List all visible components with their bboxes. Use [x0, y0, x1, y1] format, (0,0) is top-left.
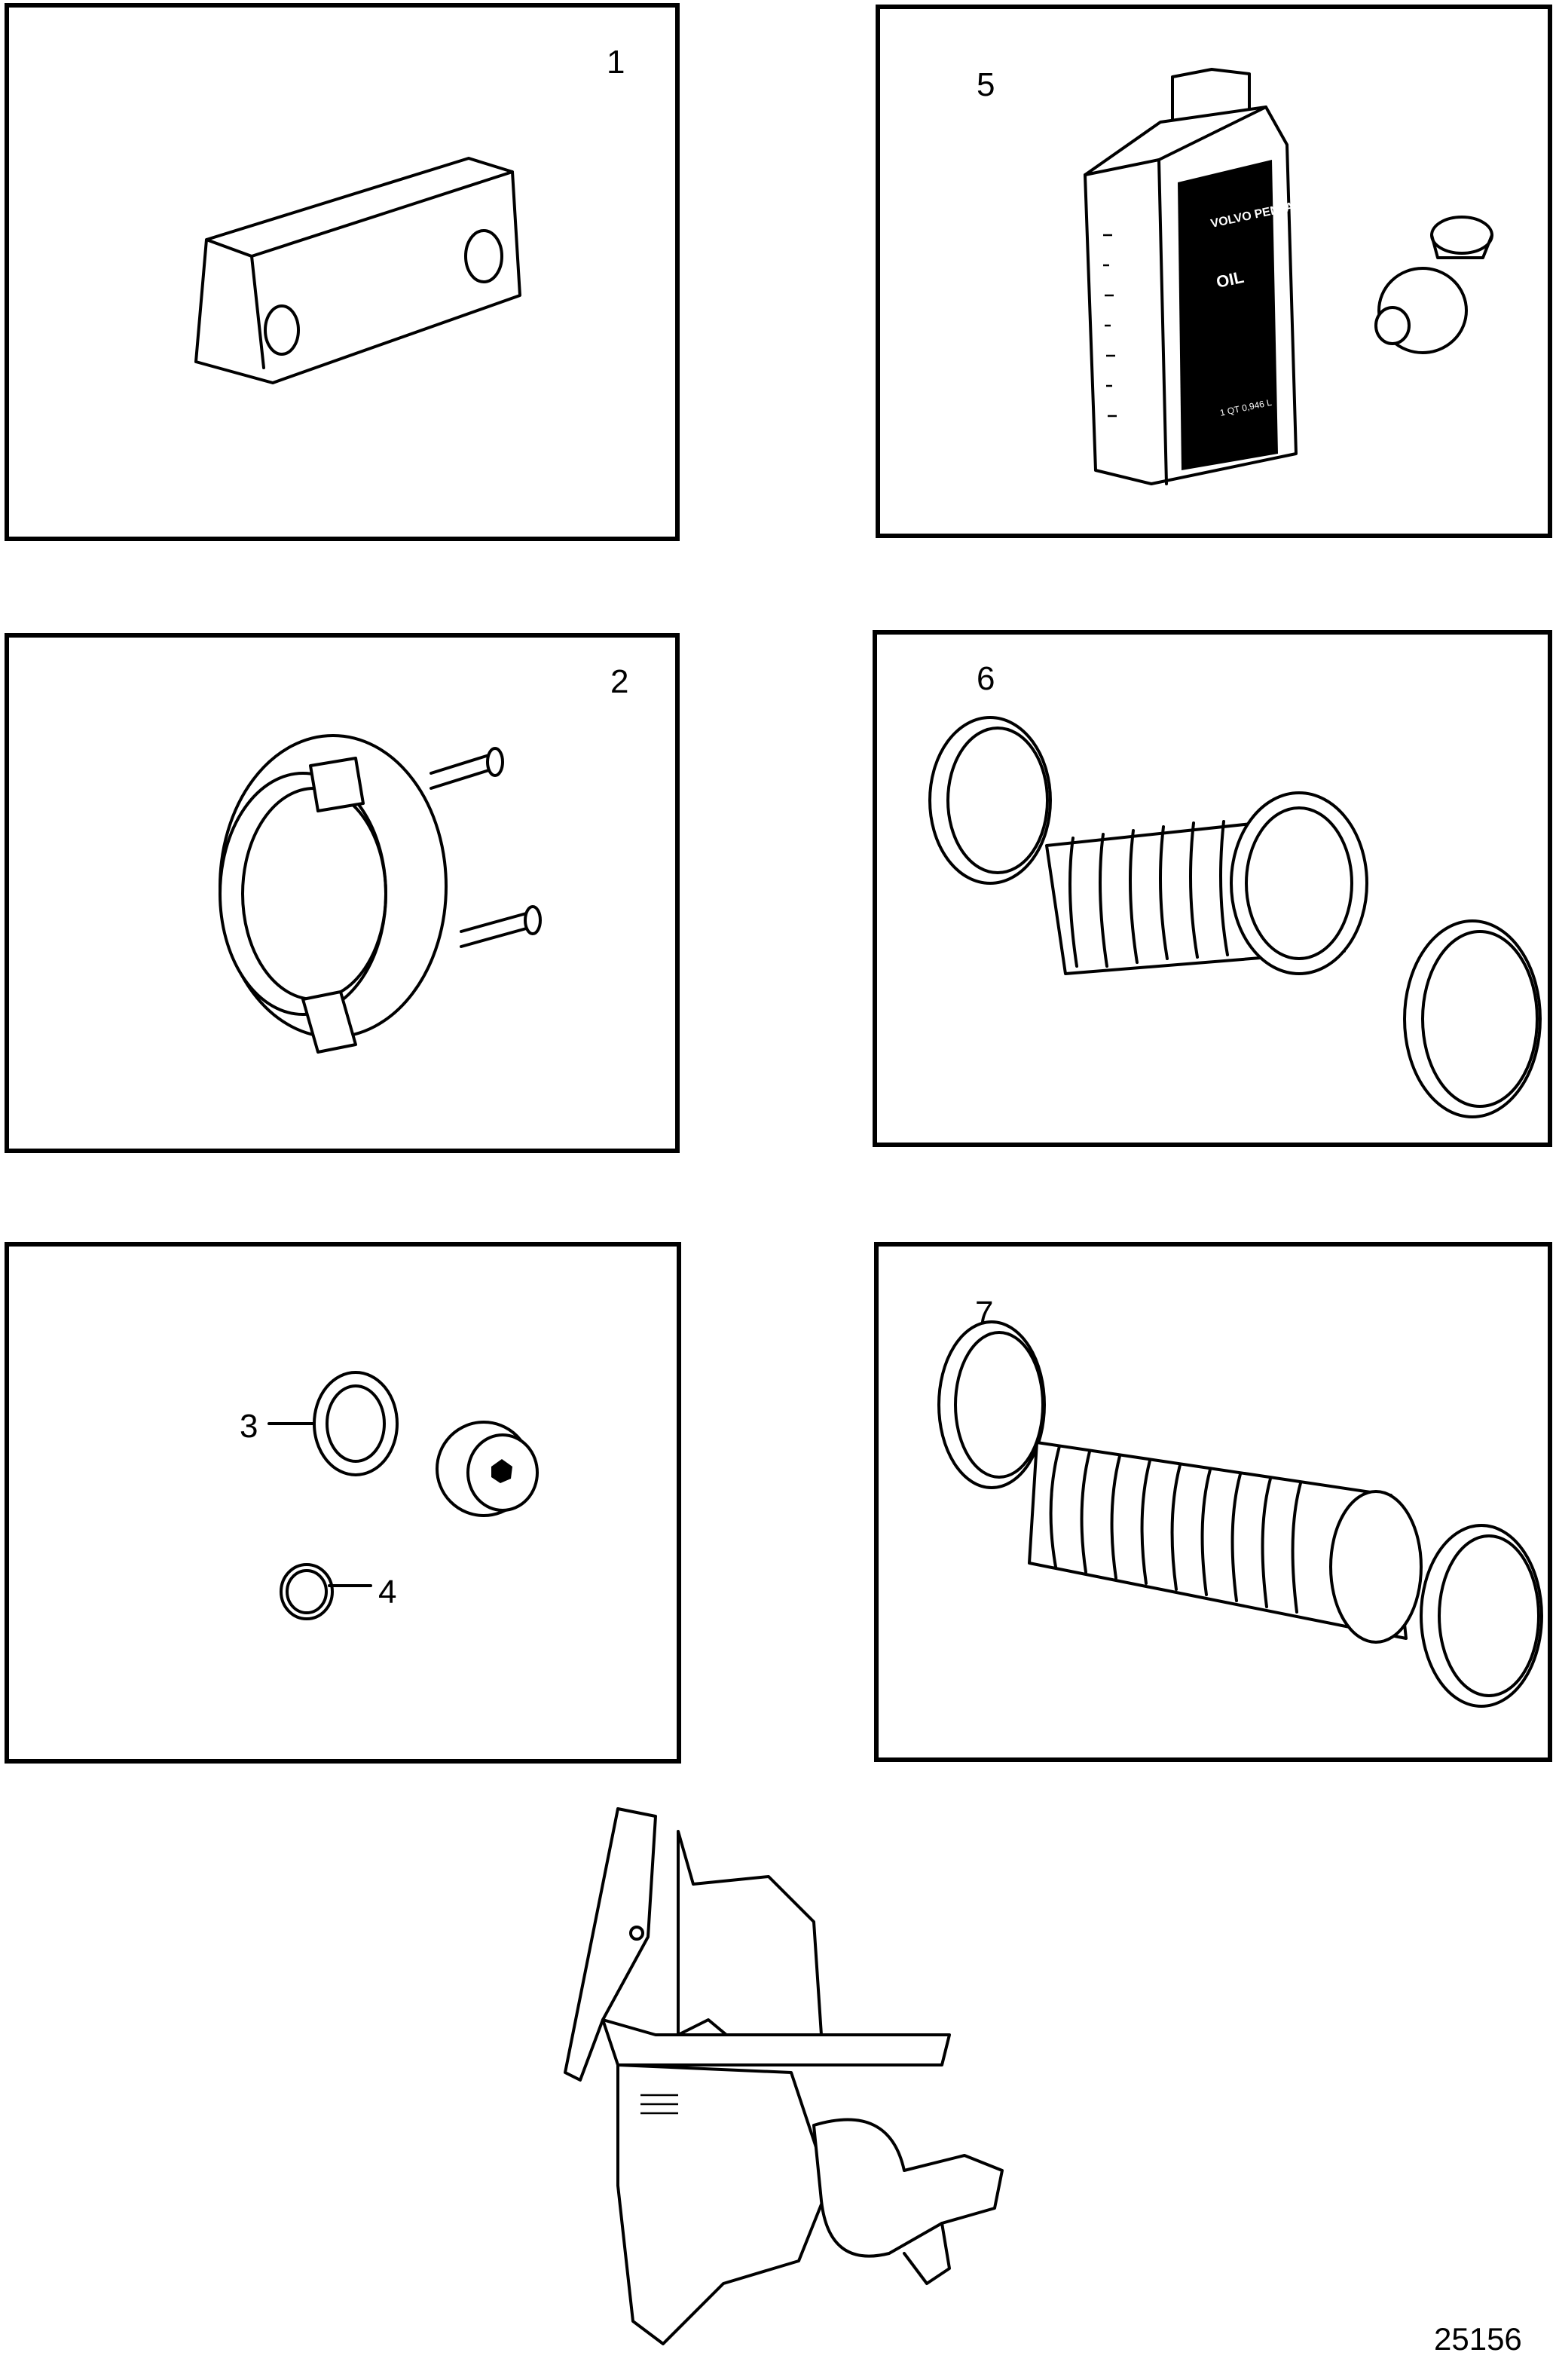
callout-5: 5 — [977, 66, 995, 103]
callout-1: 1 — [607, 44, 625, 81]
ring-anode-drawing — [219, 734, 542, 1054]
callout-6: 6 — [977, 660, 995, 697]
callout-4: 4 — [378, 1574, 397, 1611]
seals-drawing — [267, 1371, 539, 1620]
panel-7-bellows: 7 — [874, 1242, 1552, 1762]
figure-code: 25156 — [1434, 2321, 1522, 2357]
callout-3: 3 — [240, 1408, 258, 1445]
callout-2: 2 — [610, 663, 629, 700]
panel-6-bellows: 6 — [873, 630, 1552, 1147]
panel-1-anode: 1 — [5, 3, 680, 541]
panel-5-oil: 5 VOLVO PENTA OIL 1 QT 0,946 L — [876, 5, 1552, 538]
panel-3-4-seals: 3 4 — [5, 1242, 681, 1764]
bellows-short-drawing — [928, 716, 1542, 1118]
panel-2-ring-anode: 2 — [5, 633, 680, 1153]
anode-block-drawing — [194, 157, 521, 384]
bellows-long-drawing — [937, 1320, 1543, 1708]
oil-bottle-drawing: VOLVO PENTA OIL 1 QT 0,946 L — [1084, 68, 1493, 485]
